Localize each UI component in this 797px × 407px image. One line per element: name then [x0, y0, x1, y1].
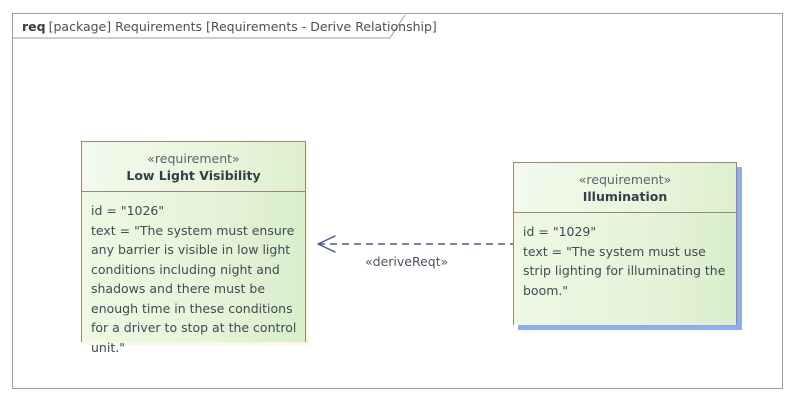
- requirement-id-value: id = "1026": [91, 203, 165, 218]
- requirement-body-illumination: id = "1029" text = "The system must use …: [514, 213, 736, 325]
- frame-kind-label: req: [22, 18, 46, 34]
- diagram-frame: req [package] Requirements [Requirements…: [12, 13, 783, 389]
- requirement-text-value: text = "The system must ensure any barri…: [91, 222, 301, 355]
- requirement-body-low-light-visibility: id = "1026" text = "The system must ensu…: [82, 192, 305, 355]
- requirement-name-label: Low Light Visibility: [126, 168, 261, 183]
- derive-connector-label: «deriveReqt»: [365, 254, 449, 269]
- requirement-name-label: Illumination: [582, 189, 668, 204]
- requirement-block-low-light-visibility[interactable]: «requirement» Low Light Visibility id = …: [81, 141, 306, 355]
- requirement-stereotype-label: «requirement»: [578, 172, 672, 187]
- derive-connector-arrowhead: [317, 235, 336, 253]
- requirement-block-illumination[interactable]: «requirement» Illumination id = "1029" t…: [513, 162, 737, 325]
- frame-qualifier-label: [package] Requirements [Requirements - D…: [48, 18, 437, 34]
- requirement-header-low-light-visibility: «requirement» Low Light Visibility: [82, 142, 305, 192]
- diagram-frame-header: req [package] Requirements [Requirements…: [13, 14, 437, 38]
- requirement-header-illumination: «requirement» Illumination: [514, 163, 736, 213]
- requirement-id-value: id = "1029": [523, 224, 597, 239]
- requirement-text-value: text = "The system must use strip lighti…: [523, 243, 730, 298]
- requirement-stereotype-label: «requirement»: [147, 151, 240, 166]
